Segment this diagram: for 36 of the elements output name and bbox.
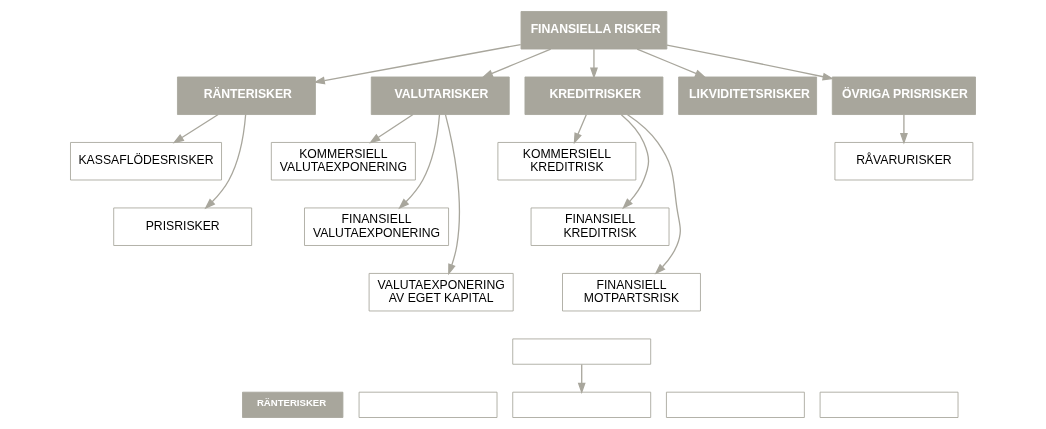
node-box: RÄNTERISKER (242, 391, 344, 418)
arrow (636, 48, 707, 78)
arrow (172, 113, 219, 144)
arrow (577, 363, 586, 395)
node-box: KOMMERSIELL KREDITRISK (497, 142, 637, 181)
node-box (665, 391, 805, 418)
node-box: LIKVIDITETSRISKER (678, 76, 818, 115)
arrow (620, 114, 650, 210)
arrow (573, 114, 587, 145)
node-box: VALUTARISKER (370, 76, 510, 115)
arrow (666, 44, 834, 81)
arrow (204, 113, 247, 210)
arrow (398, 113, 441, 210)
node-box (358, 391, 498, 418)
node-box: FINANSIELL KREDITRISK (530, 207, 670, 246)
node-box: FINANSIELLA RISKER (520, 11, 668, 50)
node-box: VALUTAEXPONERING AV EGET KAPITAL (368, 273, 514, 312)
node-box (512, 391, 652, 418)
arrow (481, 48, 552, 78)
arrow (589, 48, 598, 79)
arrow (626, 113, 681, 275)
node-box: KREDITRISKER (524, 76, 664, 115)
node-box (512, 338, 652, 365)
node-box: RÅVARURISKER (834, 142, 974, 181)
arrow (369, 113, 414, 144)
node-box: PRISRISKER (113, 207, 253, 246)
node-box: KASSAFLÖDESRISKER (70, 142, 222, 181)
node-box: RÄNTERISKER (177, 76, 316, 115)
arrow (899, 114, 908, 145)
node-box (819, 391, 959, 418)
node-box: FINANSIELL VALUTAEXPONERING (304, 207, 449, 246)
node-box: ÖVRIGA PRISRISKER (831, 76, 976, 115)
node-box: FINANSIELL MOTPARTSRISK (562, 273, 701, 312)
arrow (313, 43, 522, 85)
arrow (444, 113, 461, 276)
node-box: KOMMERSIELL VALUTAEXPONERING (270, 142, 416, 181)
